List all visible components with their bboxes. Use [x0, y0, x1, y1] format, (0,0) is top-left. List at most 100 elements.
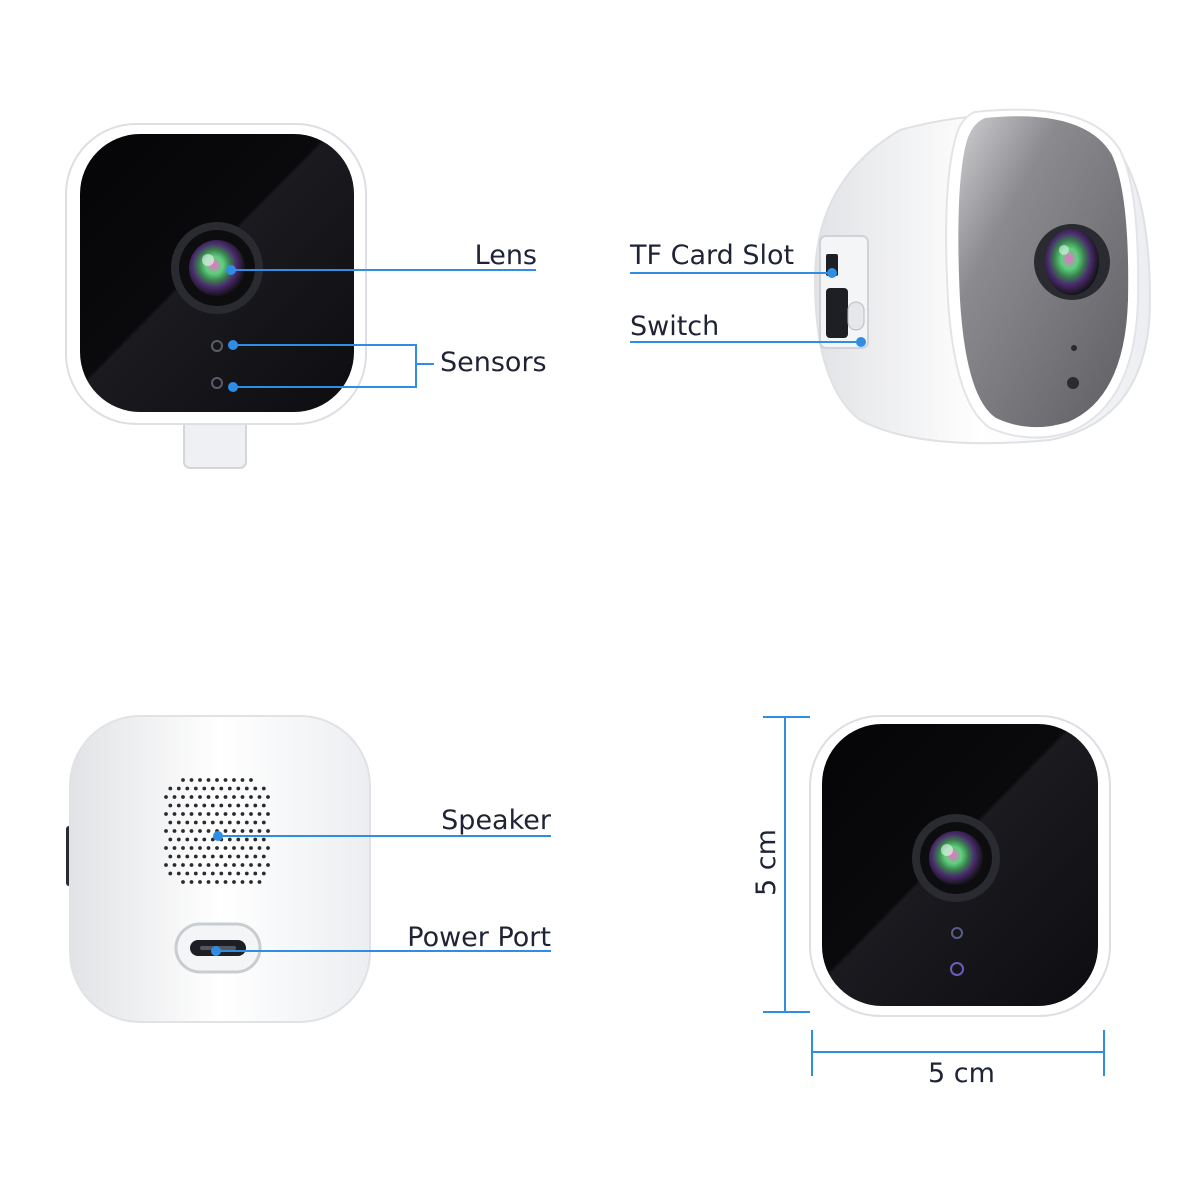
speaker-hole: [172, 812, 177, 816]
speaker-hole: [198, 863, 202, 867]
speaker-hole: [198, 829, 202, 833]
speaker-hole: [193, 854, 198, 859]
speaker-hole: [181, 829, 185, 833]
speaker-hole: [181, 846, 185, 850]
speaker-hole: [168, 820, 173, 825]
speaker-hole: [181, 778, 185, 782]
speaker-hole: [172, 795, 177, 799]
label-height: 5 cm: [750, 829, 782, 896]
callouts-front: [226, 265, 536, 392]
label-switch: Switch: [630, 311, 720, 342]
speaker-hole: [210, 786, 215, 791]
camera-side-view: [813, 108, 1152, 445]
speaker-hole: [249, 829, 253, 833]
back-shell: [69, 715, 371, 1023]
speaker-hole: [206, 846, 211, 850]
speaker-hole: [227, 854, 232, 859]
speaker-hole: [193, 837, 198, 842]
speaker-hole: [172, 846, 177, 850]
speaker-hole: [189, 795, 194, 799]
lens-glass: [189, 240, 245, 296]
speaker-hole: [244, 786, 249, 791]
speaker-hole: [206, 778, 211, 782]
speaker-hole: [193, 803, 198, 808]
speaker-hole: [236, 820, 241, 825]
speaker-hole: [236, 803, 241, 808]
speaker-hole: [164, 863, 168, 867]
speaker-hole: [261, 803, 266, 808]
sensor-dot-top: [211, 340, 223, 352]
speaker-hole: [181, 863, 185, 867]
speaker-hole: [202, 803, 207, 808]
speaker-hole: [257, 846, 262, 850]
speaker-hole: [206, 812, 211, 816]
speaker-hole: [172, 829, 177, 833]
speaker-hole: [193, 871, 198, 876]
speaker-hole: [168, 837, 173, 842]
camera-dimension-view: [809, 715, 1111, 1017]
speaker-hole: [253, 854, 258, 859]
speaker-hole: [223, 795, 228, 799]
speaker-hole: [249, 795, 253, 799]
speaker-hole: [202, 786, 207, 791]
label-tf-card-slot: TF Card Slot: [630, 240, 795, 271]
speaker-hole: [227, 803, 232, 808]
speaker-hole: [164, 812, 168, 816]
speaker-grille: [164, 778, 270, 884]
speaker-hole: [249, 846, 253, 850]
speaker-hole: [210, 820, 215, 825]
speaker-hole: [206, 880, 211, 884]
speaker-hole: [244, 854, 249, 859]
speaker-hole: [223, 778, 228, 782]
speaker-hole: [176, 854, 181, 859]
label-speaker: Speaker: [441, 805, 551, 836]
speaker-hole: [266, 795, 270, 799]
speaker-hole: [227, 786, 232, 791]
speaker-hole: [223, 880, 228, 884]
speaker-hole: [232, 829, 236, 833]
label-lens: Lens: [474, 240, 537, 271]
speaker-hole: [236, 854, 241, 859]
speaker-hole: [189, 829, 194, 833]
speaker-hole: [172, 863, 177, 867]
label-width: 5 cm: [928, 1058, 995, 1089]
dimension-lines: [763, 716, 1105, 1076]
speaker-hole: [244, 803, 249, 808]
speaker-hole: [215, 812, 219, 816]
speaker-hole: [185, 820, 190, 825]
speaker-hole: [215, 778, 219, 782]
speaker-hole: [185, 837, 190, 842]
speaker-hole: [189, 812, 194, 816]
speaker-hole: [176, 820, 181, 825]
speaker-hole: [257, 795, 262, 799]
speaker-hole: [193, 820, 198, 825]
speaker-hole: [232, 880, 236, 884]
speaker-hole: [232, 778, 236, 782]
speaker-hole: [215, 846, 219, 850]
speaker-hole: [232, 795, 236, 799]
speaker-hole: [244, 871, 249, 876]
speaker-hole: [240, 778, 245, 782]
speaker-hole: [206, 795, 211, 799]
speaker-hole: [215, 863, 219, 867]
speaker-hole: [257, 812, 262, 816]
speaker-hole: [189, 846, 194, 850]
speaker-hole: [223, 829, 228, 833]
speaker-hole: [168, 854, 173, 859]
speaker-hole: [266, 812, 270, 816]
speaker-hole: [176, 803, 181, 808]
speaker-hole: [266, 829, 270, 833]
speaker-hole: [240, 880, 245, 884]
speaker-hole: [253, 837, 258, 842]
speaker-hole: [189, 880, 194, 884]
speaker-hole: [253, 871, 258, 876]
speaker-hole: [227, 871, 232, 876]
speaker-hole: [219, 854, 224, 859]
speaker-hole: [266, 846, 270, 850]
speaker-hole: [168, 786, 173, 791]
speaker-hole: [223, 863, 228, 867]
speaker-hole: [185, 803, 190, 808]
sensors-bracket: [233, 344, 417, 388]
speaker-hole: [249, 880, 253, 884]
switch-slot-graphic: [826, 288, 848, 338]
